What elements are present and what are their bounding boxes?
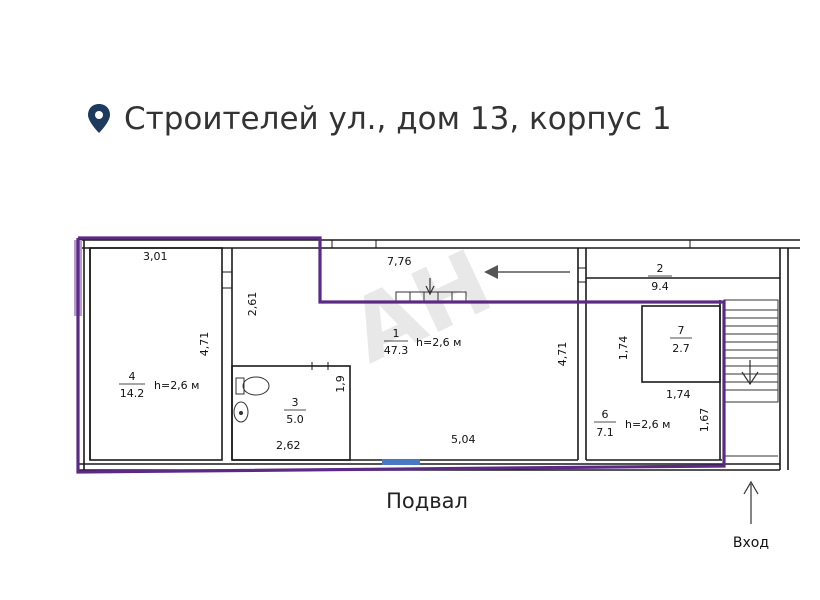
room-6-height: h=2,6 м [625, 418, 670, 431]
unit-boundary [76, 236, 726, 474]
dimension-labels: 3,01 7,76 2,61 4,71 4,71 1,9 2,62 5,04 1… [143, 250, 711, 452]
dim-5-04: 5,04 [451, 433, 476, 446]
sink-icon [233, 401, 249, 423]
dim-2-62: 2,62 [276, 439, 301, 452]
room-3-area: 5.0 [286, 413, 304, 426]
room-4-number: 4 [129, 370, 136, 383]
room-6-area: 7.1 [596, 426, 614, 439]
location-pin-icon [88, 104, 110, 133]
left-arrow-icon [484, 265, 570, 279]
dim-3-01: 3,01 [143, 250, 168, 263]
room-2-number: 2 [657, 262, 664, 275]
room-1-number: 1 [393, 327, 400, 340]
room-1-height: h=2,6 м [416, 336, 461, 349]
room-4-height: h=2,6 м [154, 379, 199, 392]
room-6-number: 6 [602, 408, 609, 421]
address-text: Строителей ул., дом 13, корпус 1 [124, 101, 672, 137]
entrance-marker: Вход [733, 480, 769, 551]
room-4-area: 14.2 [120, 387, 145, 400]
room-3-number: 3 [292, 396, 299, 409]
dim-1-74-horizontal: 1,74 [666, 388, 691, 401]
room-1-area: 47.3 [384, 344, 409, 357]
staircase [723, 299, 779, 457]
room-7-number: 7 [678, 324, 685, 337]
dim-1-74-vertical: 1,74 [617, 336, 630, 361]
up-arrow-icon [743, 480, 759, 495]
floor-name: Подвал [386, 489, 468, 513]
room-labels: 1 47.3 h=2,6 м 2 9.4 3 5.0 4 14.2 h=2,6 … [119, 262, 692, 439]
dim-2-61: 2,61 [246, 292, 259, 317]
room-2-area: 9.4 [651, 280, 669, 293]
toilet-icon [235, 376, 270, 396]
bottom-window [382, 459, 420, 465]
dim-1-67: 1,67 [698, 408, 711, 433]
dim-7-76: 7,76 [387, 255, 412, 268]
dim-1-9: 1,9 [334, 375, 347, 393]
entrance-label: Вход [733, 535, 769, 551]
dim-4-71-left: 4,71 [198, 332, 211, 357]
watermark-logo: АН [335, 230, 507, 383]
door-openings [222, 240, 691, 370]
dim-4-71-right: 4,71 [556, 342, 569, 367]
room-7-area: 2.7 [672, 342, 690, 355]
address-heading: Строителей ул., дом 13, корпус 1 [88, 101, 672, 137]
